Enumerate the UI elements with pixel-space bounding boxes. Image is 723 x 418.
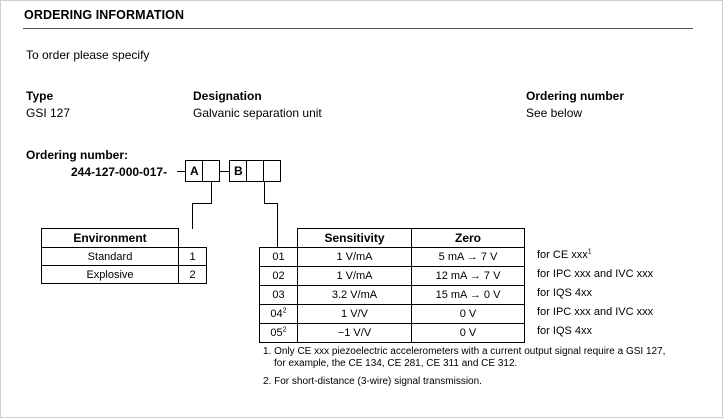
sensitivity-header: Sensitivity [324,231,385,245]
row-code-text: 03 [272,289,285,301]
row-note: for IPC xxx and IVC xxx [537,268,653,280]
ordering-number-value: See below [526,106,583,120]
footnote-1-line-2: for example, the CE 134, CE 281, CE 311 … [274,358,518,369]
connector-a-vertical [211,182,212,203]
row-zero: 12 mA → 7 V [435,270,501,282]
table-row-zero-cell: 5 mA → 7 V [411,247,525,267]
row-code: 052 [260,325,297,341]
option-box-a-label: A [190,164,199,178]
environment-row-name: Standard [41,247,179,266]
row-note: for IQS 4xx [537,325,592,337]
row-note-text: for IQS 4xx [537,325,593,337]
row-note-text: for IQS 4xx [537,287,593,299]
footnote-2: 2. For short-distance (3-wire) signal tr… [263,376,482,387]
type-label: Type [26,89,54,103]
row-zero: 15 mA → 0 V [435,289,501,301]
designation-value: Galvanic separation unit [193,106,322,120]
table-row-zero-cell: 0 V [411,323,525,343]
environment-row-name: Explosive [41,265,179,284]
row-sensitivity: 1 V/V [341,308,368,320]
table-row-sensitivity-cell: 3.2 V/mA [297,285,412,305]
option-box-b: B [229,160,247,182]
row-note: for CE xxx1 [537,248,592,261]
connector-b-vertical [264,182,265,203]
row-code-text: 05 [270,327,283,339]
table-row-sensitivity-cell: −1 V/V [297,323,412,343]
row-sensitivity: −1 V/V [337,327,372,339]
row-zero: 0 V [459,308,477,320]
connector-a-down [192,203,193,229]
table-row-sensitivity-cell: 1 V/mA [297,247,412,267]
row-note-text: for CE xxx [537,249,588,261]
row-zero: 0 V [459,327,477,339]
option-box-a-blank [202,160,220,182]
option-box-b-blank-1 [246,160,264,182]
table-row-code-cell: 042 [259,304,298,324]
row-code-text: 01 [272,251,285,263]
connector-b-down [277,203,278,248]
row-note-text: for IPC xxx and IVC xxx [537,306,654,318]
row-code: 01 [260,249,297,265]
environment-row-code: 2 [178,265,207,284]
connector-b-horizontal [264,203,277,204]
zero-header-cell: Zero [411,228,525,248]
row-code-text: 04 [270,308,283,320]
row-code: 02 [260,268,297,284]
row-code-footnote: 2 [282,307,287,315]
environment-name-standard: Standard [87,251,133,263]
environment-name-explosive: Explosive [86,269,134,281]
type-value: GSI 127 [26,106,71,120]
code-connector [177,171,185,172]
table-row-code-cell: 03 [259,285,298,305]
row-code-text: 02 [272,270,285,282]
environment-row-code: 1 [178,247,207,266]
environment-header: Environment [73,231,147,245]
row-code: 03 [260,287,297,303]
zero-header: Zero [454,231,481,245]
connector-a-horizontal [192,203,212,204]
box-separator-dash [219,171,229,172]
row-sensitivity: 1 V/mA [336,251,373,263]
row-code-footnote: 2 [282,326,287,334]
table-row-zero-cell: 12 mA → 7 V [411,266,525,286]
title-rule [23,28,693,29]
ordering-number-label: Ordering number [526,89,625,103]
environment-code-standard: 1 [189,251,196,263]
sensitivity-header-cell: Sensitivity [297,228,412,248]
footnote-1-line-1: 1. Only CE xxx piezoelectric acceleromet… [263,346,666,357]
row-sensitivity: 1 V/mA [336,270,373,282]
table-row-code-cell: 02 [259,266,298,286]
table-row-sensitivity-cell: 1 V/V [297,304,412,324]
intro-text: To order please specify [26,48,150,62]
row-zero: 5 mA → 7 V [438,251,498,263]
ordering-number-heading: Ordering number: [26,148,129,162]
designation-label: Designation [193,89,262,103]
option-box-a: A [185,160,203,182]
row-note-footnote: 1 [587,248,592,256]
table-row-zero-cell: 15 mA → 0 V [411,285,525,305]
row-sensitivity: 3.2 V/mA [331,289,378,301]
section-title: ORDERING INFORMATION [24,8,185,22]
table-row-code-cell: 052 [259,323,298,343]
table-row-sensitivity-cell: 1 V/mA [297,266,412,286]
environment-code-explosive: 2 [189,269,196,281]
row-note: for IQS 4xx [537,287,592,299]
option-box-b-blank-2 [263,160,281,182]
row-code: 042 [260,306,297,322]
table-row-code-cell: 01 [259,247,298,267]
table-row-zero-cell: 0 V [411,304,525,324]
row-note-text: for IPC xxx and IVC xxx [537,268,654,280]
environment-header-cell: Environment [41,228,179,248]
option-box-b-label: B [234,164,243,178]
ordering-code: 244-127-000-017- [71,165,168,179]
row-note: for IPC xxx and IVC xxx [537,306,653,318]
